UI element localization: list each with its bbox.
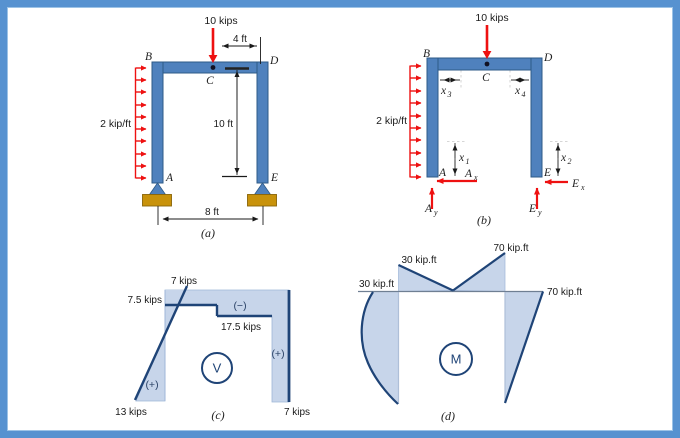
fig-b-point-c-dot (484, 61, 490, 67)
fig-a-dim-8ft-label: 8 ft (205, 207, 219, 218)
fig-b-reaction-ax-label: A (464, 168, 473, 180)
fig-a-point-load-label: 10 kips (204, 15, 237, 27)
fig-b-point-load-arrow (482, 25, 492, 59)
fig-c-shear-lines (133, 285, 291, 402)
fig-b-left-column-member (426, 57, 439, 178)
fig-b-x1-sub: 1 (466, 157, 470, 166)
fig-b-caption: (b) (477, 213, 491, 227)
fig-b-x2-label: x (560, 152, 567, 164)
fig-b-point-load-label: 10 kips (475, 12, 508, 24)
fig-d-moment-lines (360, 252, 545, 405)
fig-b-free-body-diagram: 10 kips 2 kip/ft x 3 x 4 (376, 12, 585, 227)
fig-a-node-e: E (270, 172, 278, 184)
fig-b-reaction-ay-sub: y (433, 208, 438, 217)
fig-b-node-a: A (438, 167, 447, 179)
fig-c-value-top: 7 kips (171, 276, 197, 287)
fig-d-value-col-left: 30 kip.ft (359, 279, 394, 290)
fig-a-right-column-member (256, 61, 269, 184)
fig-b-x1-label: x (458, 152, 465, 164)
fig-a-frame-diagram: 10 kips 2 kip/ft 4 ft (100, 15, 279, 240)
fig-c-symbol-circle (201, 352, 233, 384)
fig-b-reaction-ey-label: E (528, 203, 536, 215)
fig-a-point-c-dot (210, 65, 216, 70)
fig-a-dim-8ft (157, 206, 264, 225)
fig-a-point-load-arrow (208, 28, 218, 63)
fig-b-node-b: B (423, 48, 430, 60)
fig-d-value-beam-right: 70 kip.ft (493, 243, 528, 254)
fig-a-node-d: D (269, 55, 279, 67)
fig-b-reaction-ay-label: A (424, 203, 433, 215)
fig-c-symbol: V (213, 361, 222, 376)
fig-b-node-e: E (543, 167, 551, 179)
fig-b-construction-lines (447, 60, 569, 142)
fig-b-beam-member (426, 57, 543, 71)
fig-a-distributed-load-label: 2 kip/ft (100, 118, 131, 130)
fig-a-dim-10ft-label: 10 ft (214, 119, 234, 130)
fig-c-sign-beam: (−) (233, 300, 246, 312)
fig-a-beam-member (151, 61, 269, 74)
fig-b-reaction-ex-sub: x (580, 183, 585, 192)
fig-b-right-column-member (530, 57, 543, 178)
fig-a-pin-support-e (247, 182, 277, 207)
fig-a-node-a: A (165, 172, 174, 184)
fig-d-caption: (d) (441, 409, 455, 423)
fig-b-distributed-load (409, 63, 422, 180)
fig-d-symbol-circle (439, 342, 473, 376)
fig-b-x4-sub: 4 (522, 90, 526, 99)
fig-a-caption: (a) (201, 226, 215, 240)
fig-c-value-mid: 17.5 kips (221, 322, 261, 333)
fig-b-x4-label: x (514, 85, 521, 97)
fig-b-node-c: C (482, 72, 490, 84)
fig-c-value-bottom-right: 7 kips (284, 407, 310, 418)
fig-b-reaction-ax-sub: x (473, 173, 478, 182)
fig-c-shear-diagram: 7 kips 7.5 kips (−) 17.5 kips (+) (+) 13… (115, 276, 310, 422)
fig-c-sign-right-col: (+) (271, 348, 284, 360)
fig-b-node-d: D (543, 52, 553, 64)
fig-a-distributed-load (134, 65, 147, 181)
fig-b-x3-label: x (440, 85, 447, 97)
fig-a-pin-support-a (142, 182, 172, 207)
fig-b-distributed-load-label: 2 kip/ft (376, 115, 407, 127)
fig-a-dim-4ft (222, 37, 261, 64)
fig-c-sign-left-col: (+) (145, 379, 158, 391)
fig-d-left-column-moment-region (361, 292, 399, 404)
fig-d-value-beam-left: 30 kip.ft (401, 255, 436, 266)
fig-d-value-col-right: 70 kip.ft (547, 287, 582, 298)
fig-a-left-column-member (151, 61, 164, 184)
fig-c-value-bottom-left: 13 kips (115, 407, 147, 418)
fig-a-dim-10ft (222, 67, 249, 178)
fig-b-reaction-ex-label: E (571, 178, 579, 190)
fig-b-x3-sub: 3 (447, 90, 452, 99)
fig-c-caption: (c) (211, 408, 224, 422)
fig-a-dim-4ft-label: 4 ft (233, 34, 247, 45)
fig-c-beam-shear-region (164, 289, 290, 403)
fig-d-symbol: M (451, 352, 462, 367)
fig-d-moment-diagram: 30 kip.ft 30 kip.ft 70 kip.ft 70 kip.ft … (358, 243, 582, 423)
fig-c-value-left: 7.5 kips (128, 295, 162, 306)
fig-a-node-b: B (145, 51, 152, 63)
fig-b-reaction-ey-sub: y (537, 208, 542, 217)
fig-b-x2-sub: 2 (568, 157, 572, 166)
fig-a-node-c: C (206, 75, 214, 87)
